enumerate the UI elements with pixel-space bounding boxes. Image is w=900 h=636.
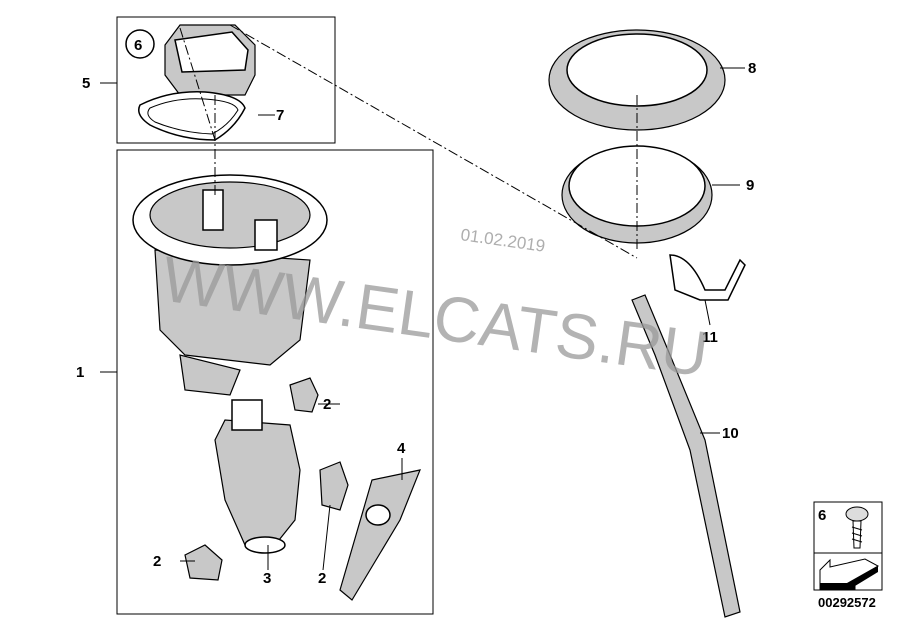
callout-3: 3 xyxy=(263,570,271,587)
subassembly-frame-5 xyxy=(116,16,336,144)
part-4-filter[interactable] xyxy=(339,469,421,601)
part-2-clip[interactable] xyxy=(184,544,223,581)
callout-4: 4 xyxy=(397,440,406,457)
part-3-pump[interactable] xyxy=(214,399,301,554)
callout-9: 9 xyxy=(746,177,754,194)
watermark: WWW.ELCATS.RU xyxy=(158,243,713,391)
watermark-date: 01.02.2019 xyxy=(459,225,546,256)
callout-7: 7 xyxy=(276,107,284,124)
callout-10: 10 xyxy=(722,425,739,442)
part-2-clip[interactable] xyxy=(319,461,349,511)
arrow-icon xyxy=(819,558,880,591)
callout-6: 6 xyxy=(134,37,142,54)
subassembly-frame-1 xyxy=(116,149,434,615)
callout-1: 1 xyxy=(76,364,84,381)
legend-number: 6 xyxy=(818,507,826,524)
part-11-bracket[interactable] xyxy=(669,254,746,301)
part-2-clip[interactable] xyxy=(289,377,319,413)
part-6-cover[interactable] xyxy=(164,24,256,96)
callout-8: 8 xyxy=(748,60,756,77)
callout-5: 5 xyxy=(82,75,90,92)
legend-box: 6 xyxy=(813,501,883,591)
callout-2: 2 xyxy=(318,570,326,587)
callout-circle-6 xyxy=(125,29,155,59)
part-1-fuel-pump-unit[interactable] xyxy=(132,174,328,396)
callout-2: 2 xyxy=(323,396,331,413)
part-8-locking-ring[interactable] xyxy=(548,29,726,131)
part-7-gasket[interactable] xyxy=(138,91,246,141)
callout-2: 2 xyxy=(153,553,161,570)
callout-11: 11 xyxy=(702,329,718,346)
part-10-guide-strip[interactable] xyxy=(631,294,741,618)
screw-icon xyxy=(845,506,869,549)
part-number: 00292572 xyxy=(818,595,876,610)
